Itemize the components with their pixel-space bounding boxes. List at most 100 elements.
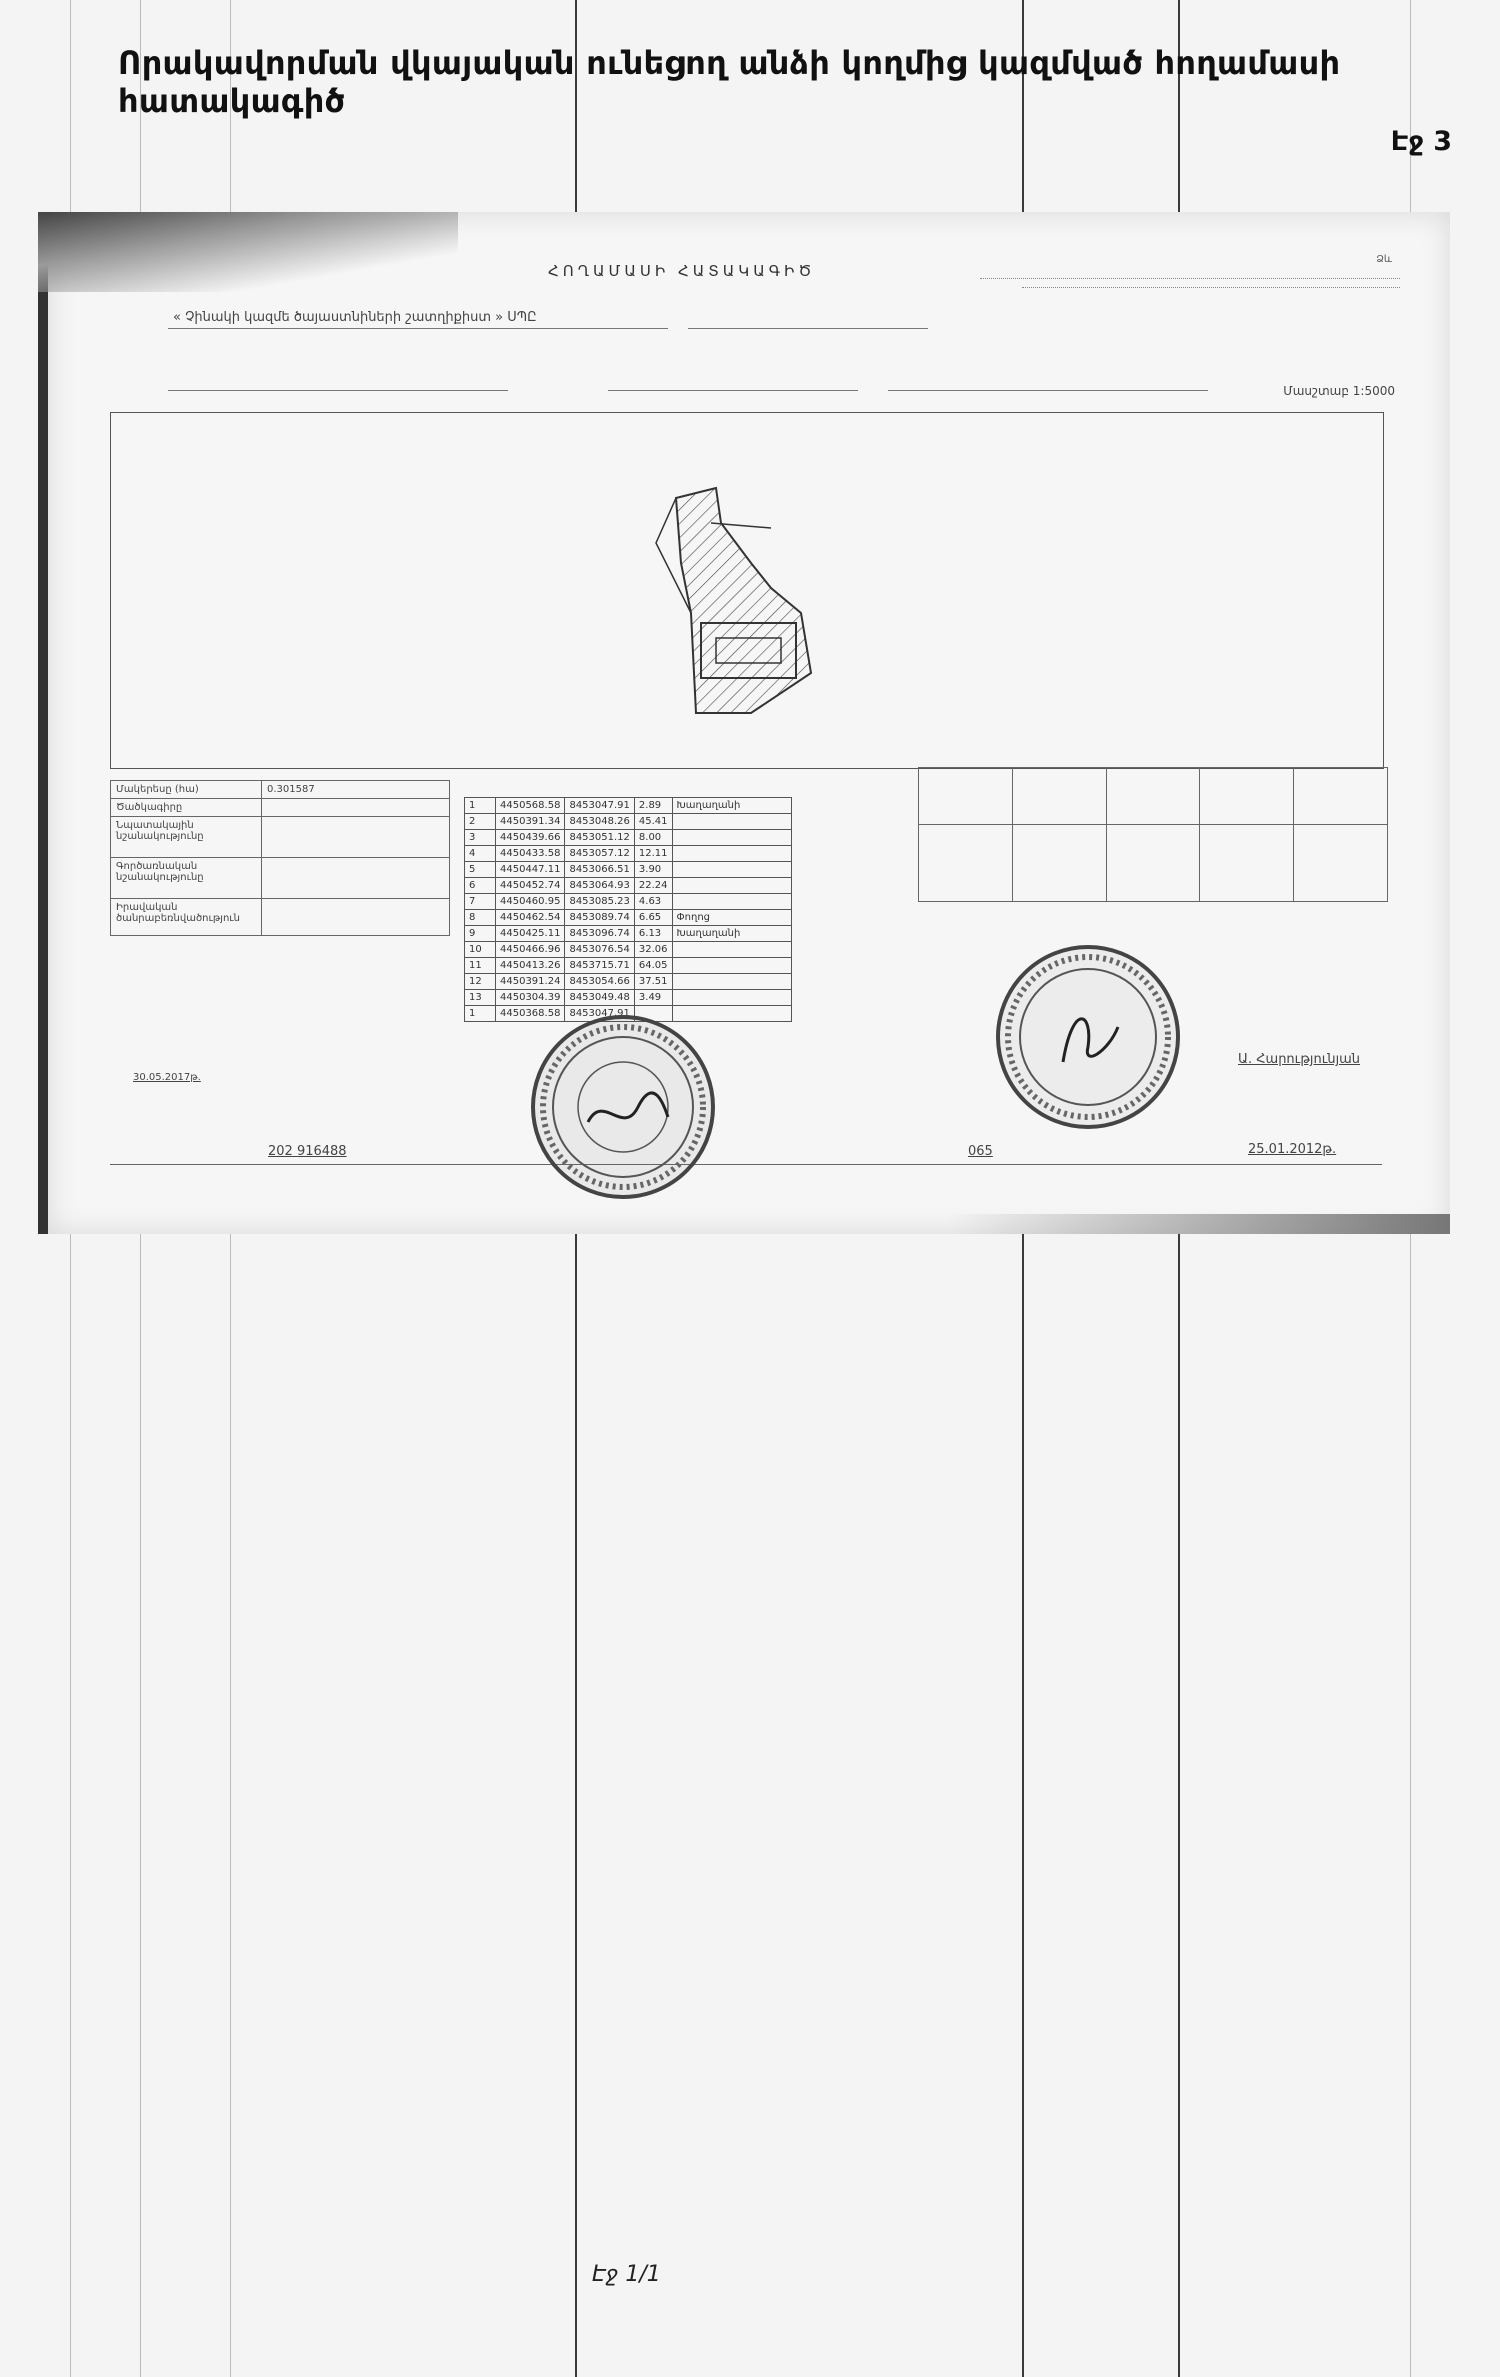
plan-scale: Մասշտաբ 1:5000 — [1283, 384, 1395, 398]
cell-len: 8.00 — [633, 829, 673, 846]
cell-y: 8453057.12 — [564, 845, 635, 862]
cell-x: 4450568.58 — [494, 797, 566, 814]
cell-len: 6.65 — [633, 909, 673, 926]
parcel-drawing — [110, 412, 1384, 769]
field-line — [608, 390, 858, 391]
cell-note — [671, 861, 792, 878]
cell-x: 4450304.39 — [494, 989, 566, 1006]
print-date-value: 30.05.2017թ. — [133, 1072, 201, 1083]
cell-len: 32.06 — [633, 941, 673, 958]
page-title: Որակավորման վկայական ունեցող անձի կողմից… — [118, 44, 1341, 120]
organization: « Չինակի կազմե ծայաստնիների շատղիքիստ » … — [173, 310, 537, 325]
area-value: 0.301587 — [261, 780, 450, 799]
cell-x: 4450466.96 — [494, 941, 566, 958]
cell-note — [671, 893, 792, 910]
cell-note — [671, 973, 792, 990]
cell-y: 8453054.66 — [564, 973, 635, 990]
info-row-label: Ծածկագիրը — [110, 798, 262, 817]
cell-y: 8453066.51 — [564, 861, 635, 878]
cell-note: Խաղաղանի — [671, 925, 792, 942]
issue-date: 25.01.2012թ. — [1248, 1142, 1336, 1157]
cell-len: 37.51 — [633, 973, 673, 990]
area-label: Մակերեսը (հա) — [110, 780, 262, 799]
cell-note: Խաղաղանի — [671, 797, 792, 814]
cell-n: 11 — [464, 957, 496, 974]
code-number-value: 202 916488 — [268, 1144, 347, 1159]
info-row-label: Գործառնական նշանակությունը — [110, 857, 262, 899]
cell-note — [671, 957, 792, 974]
cell-note — [671, 1005, 792, 1022]
field-line — [888, 390, 1208, 391]
signer-name: Ա. Հարությունյան — [1238, 1052, 1360, 1067]
cell-x: 4450447.11 — [494, 861, 566, 878]
cell-len: 22.24 — [633, 877, 673, 894]
cell-n: 9 — [464, 925, 496, 942]
cell-x: 4450460.95 — [494, 893, 566, 910]
cell-n: 12 — [464, 973, 496, 990]
round-stamp — [531, 1015, 715, 1199]
cell-n: 2 — [464, 813, 496, 830]
cell-len: 3.90 — [633, 861, 673, 878]
round-stamp — [996, 945, 1180, 1129]
cell-len: 12.11 — [633, 845, 673, 862]
cell-note — [671, 829, 792, 846]
cell-y: 8453096.74 — [564, 925, 635, 942]
cell-y: 8453076.54 — [564, 941, 635, 958]
cell-y: 8453089.74 — [564, 909, 635, 926]
parcel-shape — [655, 486, 813, 714]
cell-n: 8 — [464, 909, 496, 926]
field-line — [168, 390, 508, 391]
cell-note — [671, 989, 792, 1006]
print-date: 30.05.2017թ. — [133, 1072, 201, 1083]
field-line — [688, 328, 928, 329]
cell-x: 4450413.26 — [494, 957, 566, 974]
cell-note — [671, 941, 792, 958]
sheet-number: 065 — [968, 1144, 993, 1159]
page-number-bottom: Էջ 1/1 — [592, 2262, 661, 2287]
cell-n: 1 — [464, 1005, 496, 1022]
cell-n: 7 — [464, 893, 496, 910]
parcel-info-table: Մակերեսը (հա) 0.301587 Ծածկագիրը Նպատակա… — [110, 780, 450, 936]
cell-x: 4450452.74 — [494, 877, 566, 894]
cell-y: 8453049.48 — [564, 989, 635, 1006]
issue-date-value: 25.01.2012թ. — [1248, 1142, 1337, 1157]
cell-note — [671, 813, 792, 830]
plan-heading: ՀՈՂԱՄԱՍԻ ՀԱՏԱԿԱԳԻԾ — [548, 262, 816, 280]
plan-note — [980, 274, 1400, 288]
cell-x: 4450425.11 — [494, 925, 566, 942]
cell-x: 4450462.54 — [494, 909, 566, 926]
cell-n: 1 — [464, 797, 496, 814]
cell-len: 2.89 — [633, 797, 673, 814]
cell-note — [671, 877, 792, 894]
code-number: 202 916488 — [268, 1144, 347, 1159]
cell-n: 5 — [464, 861, 496, 878]
cell-len: 6.13 — [633, 925, 673, 942]
cell-n: 10 — [464, 941, 496, 958]
cell-n: 13 — [464, 989, 496, 1006]
cell-len: 45.41 — [633, 813, 673, 830]
bottom-rule — [110, 1164, 1382, 1165]
cell-len: 3.49 — [633, 989, 673, 1006]
signer-name-value: Ա. Հարությունյան — [1238, 1052, 1361, 1067]
cell-x: 4450368.58 — [494, 1005, 566, 1022]
scan-shadow — [948, 1214, 1450, 1234]
servitude-table — [918, 767, 1388, 902]
scan-shadow — [38, 212, 458, 292]
scanned-land-plan: ՀՈՂԱՄԱՍԻ ՀԱՏԱԿԱԳԻԾ Ձև « Չինակի կազմե ծայ… — [38, 212, 1450, 1234]
cell-n: 3 — [464, 829, 496, 846]
cell-note: Փողոց — [671, 909, 792, 926]
cell-note — [671, 845, 792, 862]
cell-n: 6 — [464, 877, 496, 894]
cell-y: 8453715.71 — [564, 957, 635, 974]
